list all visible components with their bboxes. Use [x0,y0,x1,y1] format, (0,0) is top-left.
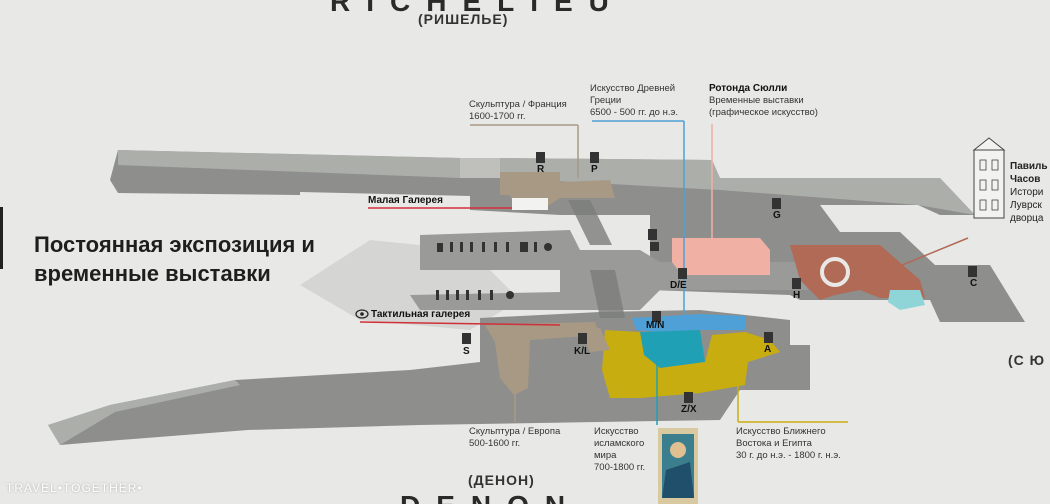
wing-richelieu-latin: RICHELIEU [330,0,625,17]
near-east-area [602,330,780,398]
label-pavilion: Павиль Часов Истори Луврск дворца [1010,161,1048,224]
amenity-icons-bottom [436,290,514,300]
label-rotunda: Ротонда Сюлли Временные выставки (графич… [709,83,818,118]
door-h: H [793,290,801,301]
label-sculpture-france: Скульптура / Франция 1600-1700 гг. [469,99,567,122]
islamic-area [640,330,705,368]
watermark: TRAVEL•TOGETHER• [6,481,143,495]
leader-tactile [359,321,561,326]
door-mn: M/N [646,320,665,331]
label-near-east: Искусство Ближнего Востока и Египта 30 г… [736,426,841,461]
label-tactile-gallery: Тактильная галерея [371,309,471,320]
small-gallery-area [512,198,548,210]
door-a: A [764,344,772,355]
pavilion-ring [820,257,850,287]
door-g: G [773,210,781,221]
label-ancient-greece: Искусство Древней Греции 6500 - 500 гг. … [590,83,678,118]
wing-sully-ru: (С Ю [1008,352,1046,368]
pavilion-building-icon [972,137,1006,219]
pavilion-water [888,290,925,310]
rotunda-area [672,238,770,275]
sculpture-europe-area [485,322,600,395]
door-s: S [463,346,470,357]
map-title-line2: временные выставки [34,261,271,286]
title-bar [0,207,3,269]
elevator-icons [462,152,977,403]
pavilion-area [790,245,925,300]
door-zx: Z/X [681,404,697,415]
door-kl: K/L [574,346,591,357]
wing-richelieu-ru: (РИШЕЛЬЕ) [418,11,509,27]
escalator-south [590,270,625,318]
label-sculpture-europe: Скульптура / Европа 500-1600 гг. [469,426,561,449]
islamic-artwork-thumbnail [658,428,698,504]
wing-denon-latin: DENON [400,490,581,504]
escalator-north [568,200,612,245]
eye-icon [355,309,369,319]
map-title: Постоянная экспозиция и временные выстав… [34,230,394,288]
amenity-icons-top [437,242,552,252]
richelieu-top-face [118,150,975,215]
wing-denon-ru: (ДЕНОН) [468,472,535,488]
label-islamic: Искусство исламского мира 700-1800 гг. [594,426,646,473]
door-de: D/E [670,280,687,291]
map-title-line1: Постоянная экспозиция и [34,232,315,257]
door-c: C [970,278,978,289]
label-small-gallery: Малая Галерея [368,195,443,206]
door-r: R [537,164,545,175]
denon-top-face [48,380,240,445]
door-p: P [591,164,598,175]
europe-staircase [580,328,610,352]
leader-pavilion [889,237,969,271]
